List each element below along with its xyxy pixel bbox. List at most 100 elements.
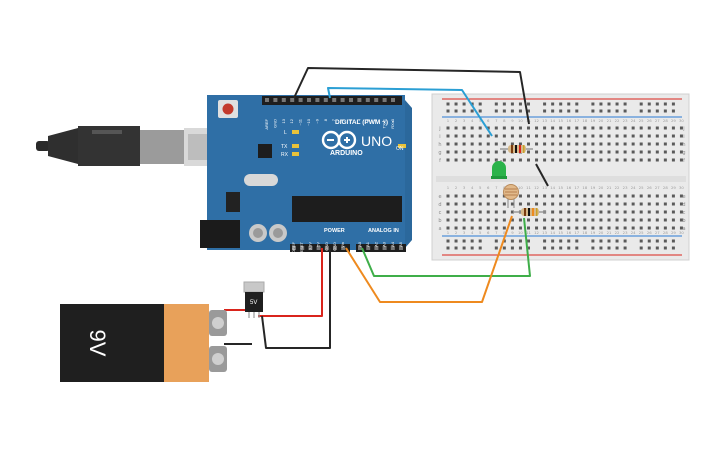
breadboard-hole[interactable] xyxy=(615,202,619,206)
breadboard-hole[interactable] xyxy=(486,194,490,198)
breadboard-hole[interactable] xyxy=(551,134,555,138)
breadboard-hole[interactable] xyxy=(591,226,595,230)
breadboard-hole[interactable] xyxy=(655,210,659,214)
breadboard-hole[interactable] xyxy=(510,158,514,162)
breadboard-hole[interactable] xyxy=(486,226,490,230)
breadboard-hole[interactable] xyxy=(510,226,514,230)
rail-hole[interactable] xyxy=(663,109,667,113)
header-pin-hole[interactable] xyxy=(324,246,329,250)
breadboard-hole[interactable] xyxy=(486,142,490,146)
reset-button-icon[interactable] xyxy=(218,100,238,118)
breadboard-hole[interactable] xyxy=(510,218,514,222)
rail-hole[interactable] xyxy=(607,102,611,106)
breadboard-hole[interactable] xyxy=(623,134,627,138)
breadboard-hole[interactable] xyxy=(478,218,482,222)
rail-hole[interactable] xyxy=(543,246,547,250)
breadboard-hole[interactable] xyxy=(591,142,595,146)
breadboard-hole[interactable] xyxy=(607,134,611,138)
header-pin-hole[interactable] xyxy=(292,246,296,250)
header-pin-hole[interactable] xyxy=(382,246,387,250)
breadboard-hole[interactable] xyxy=(486,202,490,206)
breadboard-hole[interactable] xyxy=(559,126,563,130)
breadboard-hole[interactable] xyxy=(607,226,611,230)
breadboard-hole[interactable] xyxy=(478,194,482,198)
breadboard-hole[interactable] xyxy=(551,202,555,206)
header-pin-hole[interactable] xyxy=(315,98,320,102)
breadboard-hole[interactable] xyxy=(607,194,611,198)
breadboard-hole[interactable] xyxy=(502,134,506,138)
breadboard-hole[interactable] xyxy=(599,210,603,214)
breadboard-hole[interactable] xyxy=(486,158,490,162)
breadboard-hole[interactable] xyxy=(607,126,611,130)
breadboard-hole[interactable] xyxy=(599,226,603,230)
breadboard-hole[interactable] xyxy=(559,158,563,162)
breadboard-hole[interactable] xyxy=(486,218,490,222)
breadboard-hole[interactable] xyxy=(575,226,579,230)
breadboard-hole[interactable] xyxy=(679,134,683,138)
breadboard-hole[interactable] xyxy=(663,142,667,146)
breadboard-hole[interactable] xyxy=(454,134,458,138)
breadboard-hole[interactable] xyxy=(454,226,458,230)
breadboard-hole[interactable] xyxy=(535,150,539,154)
breadboard-hole[interactable] xyxy=(647,194,651,198)
rail-hole[interactable] xyxy=(623,246,627,250)
breadboard-hole[interactable] xyxy=(607,210,611,214)
rail-hole[interactable] xyxy=(551,109,555,113)
breadboard-hole[interactable] xyxy=(462,150,466,154)
rail-hole[interactable] xyxy=(559,239,563,243)
rail-hole[interactable] xyxy=(510,246,514,250)
breadboard-hole[interactable] xyxy=(663,150,667,154)
header-pin-hole[interactable] xyxy=(341,246,346,250)
breadboard-hole[interactable] xyxy=(462,226,466,230)
rail-hole[interactable] xyxy=(527,246,530,250)
breadboard-hole[interactable] xyxy=(559,194,563,198)
breadboard-hole[interactable] xyxy=(599,150,603,154)
header-pin-hole[interactable] xyxy=(308,246,313,250)
breadboard-hole[interactable] xyxy=(607,158,611,162)
breadboard-hole[interactable] xyxy=(623,210,627,214)
breadboard-hole[interactable] xyxy=(446,126,450,130)
breadboard-hole[interactable] xyxy=(470,142,474,146)
breadboard-hole[interactable] xyxy=(671,126,675,130)
breadboard-hole[interactable] xyxy=(478,226,482,230)
breadboard-hole[interactable] xyxy=(567,218,571,222)
breadboard-hole[interactable] xyxy=(631,142,635,146)
breadboard-hole[interactable] xyxy=(510,210,514,214)
breadboard-hole[interactable] xyxy=(615,194,619,198)
breadboard-hole[interactable] xyxy=(454,150,458,154)
breadboard-hole[interactable] xyxy=(639,150,643,154)
rail-hole[interactable] xyxy=(551,246,555,250)
breadboard-hole[interactable] xyxy=(591,194,595,198)
breadboard-hole[interactable] xyxy=(535,202,539,206)
breadboard-hole[interactable] xyxy=(454,142,458,146)
breadboard-hole[interactable] xyxy=(591,210,595,214)
breadboard-hole[interactable] xyxy=(639,194,643,198)
header-pin-hole[interactable] xyxy=(307,98,311,102)
breadboard-hole[interactable] xyxy=(663,202,667,206)
header-pin-hole[interactable] xyxy=(333,246,337,250)
breadboard-hole[interactable] xyxy=(583,150,587,154)
rail-hole[interactable] xyxy=(527,102,530,106)
rail-hole[interactable] xyxy=(567,102,571,106)
breadboard-hole[interactable] xyxy=(470,150,474,154)
breadboard-hole[interactable] xyxy=(510,126,514,130)
breadboard-hole[interactable] xyxy=(559,218,563,222)
breadboard-hole[interactable] xyxy=(567,134,571,138)
breadboard-hole[interactable] xyxy=(647,218,651,222)
breadboard-hole[interactable] xyxy=(559,202,563,206)
rail-hole[interactable] xyxy=(647,102,651,106)
breadboard-hole[interactable] xyxy=(583,126,587,130)
breadboard-hole[interactable] xyxy=(639,126,643,130)
rail-hole[interactable] xyxy=(559,109,563,113)
breadboard-hole[interactable] xyxy=(639,158,643,162)
breadboard-hole[interactable] xyxy=(583,202,587,206)
breadboard-hole[interactable] xyxy=(567,210,571,214)
header-pin-hole[interactable] xyxy=(374,98,379,102)
rail-hole[interactable] xyxy=(502,102,506,106)
breadboard-hole[interactable] xyxy=(551,194,555,198)
breadboard-hole[interactable] xyxy=(615,126,619,130)
breadboard-hole[interactable] xyxy=(535,226,539,230)
rail-hole[interactable] xyxy=(607,239,611,243)
breadboard-hole[interactable] xyxy=(462,210,466,214)
header-pin-hole[interactable] xyxy=(323,98,328,102)
